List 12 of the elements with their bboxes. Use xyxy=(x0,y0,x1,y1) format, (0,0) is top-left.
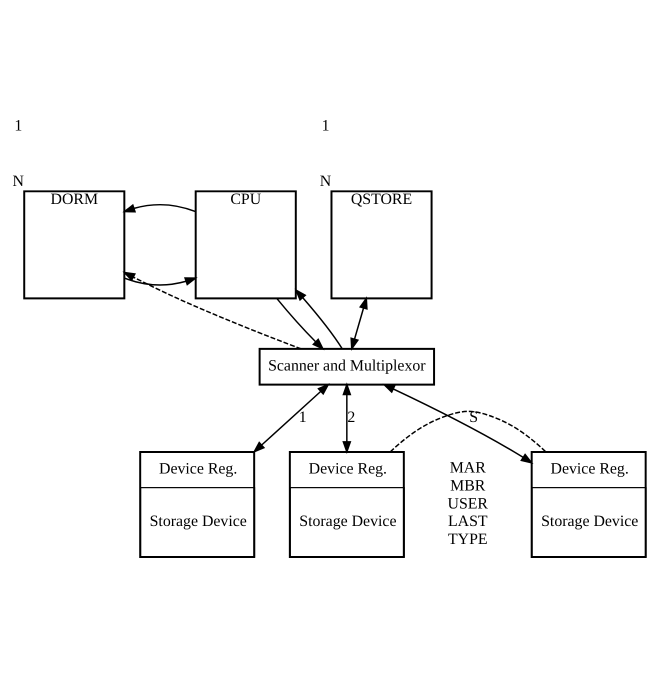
node-label: 1 xyxy=(14,117,22,134)
node-label: 1 xyxy=(322,117,330,134)
label: MAR xyxy=(450,459,486,476)
edge-label: S xyxy=(469,408,478,426)
edge-label: 1 xyxy=(298,408,307,426)
label: MBR xyxy=(450,476,486,494)
edge-label: 2 xyxy=(347,408,356,426)
label: USER xyxy=(448,494,488,512)
label: TYPE xyxy=(448,530,488,548)
node-label: N xyxy=(12,172,24,190)
label: LAST xyxy=(448,512,488,530)
node-label: N xyxy=(320,172,332,190)
